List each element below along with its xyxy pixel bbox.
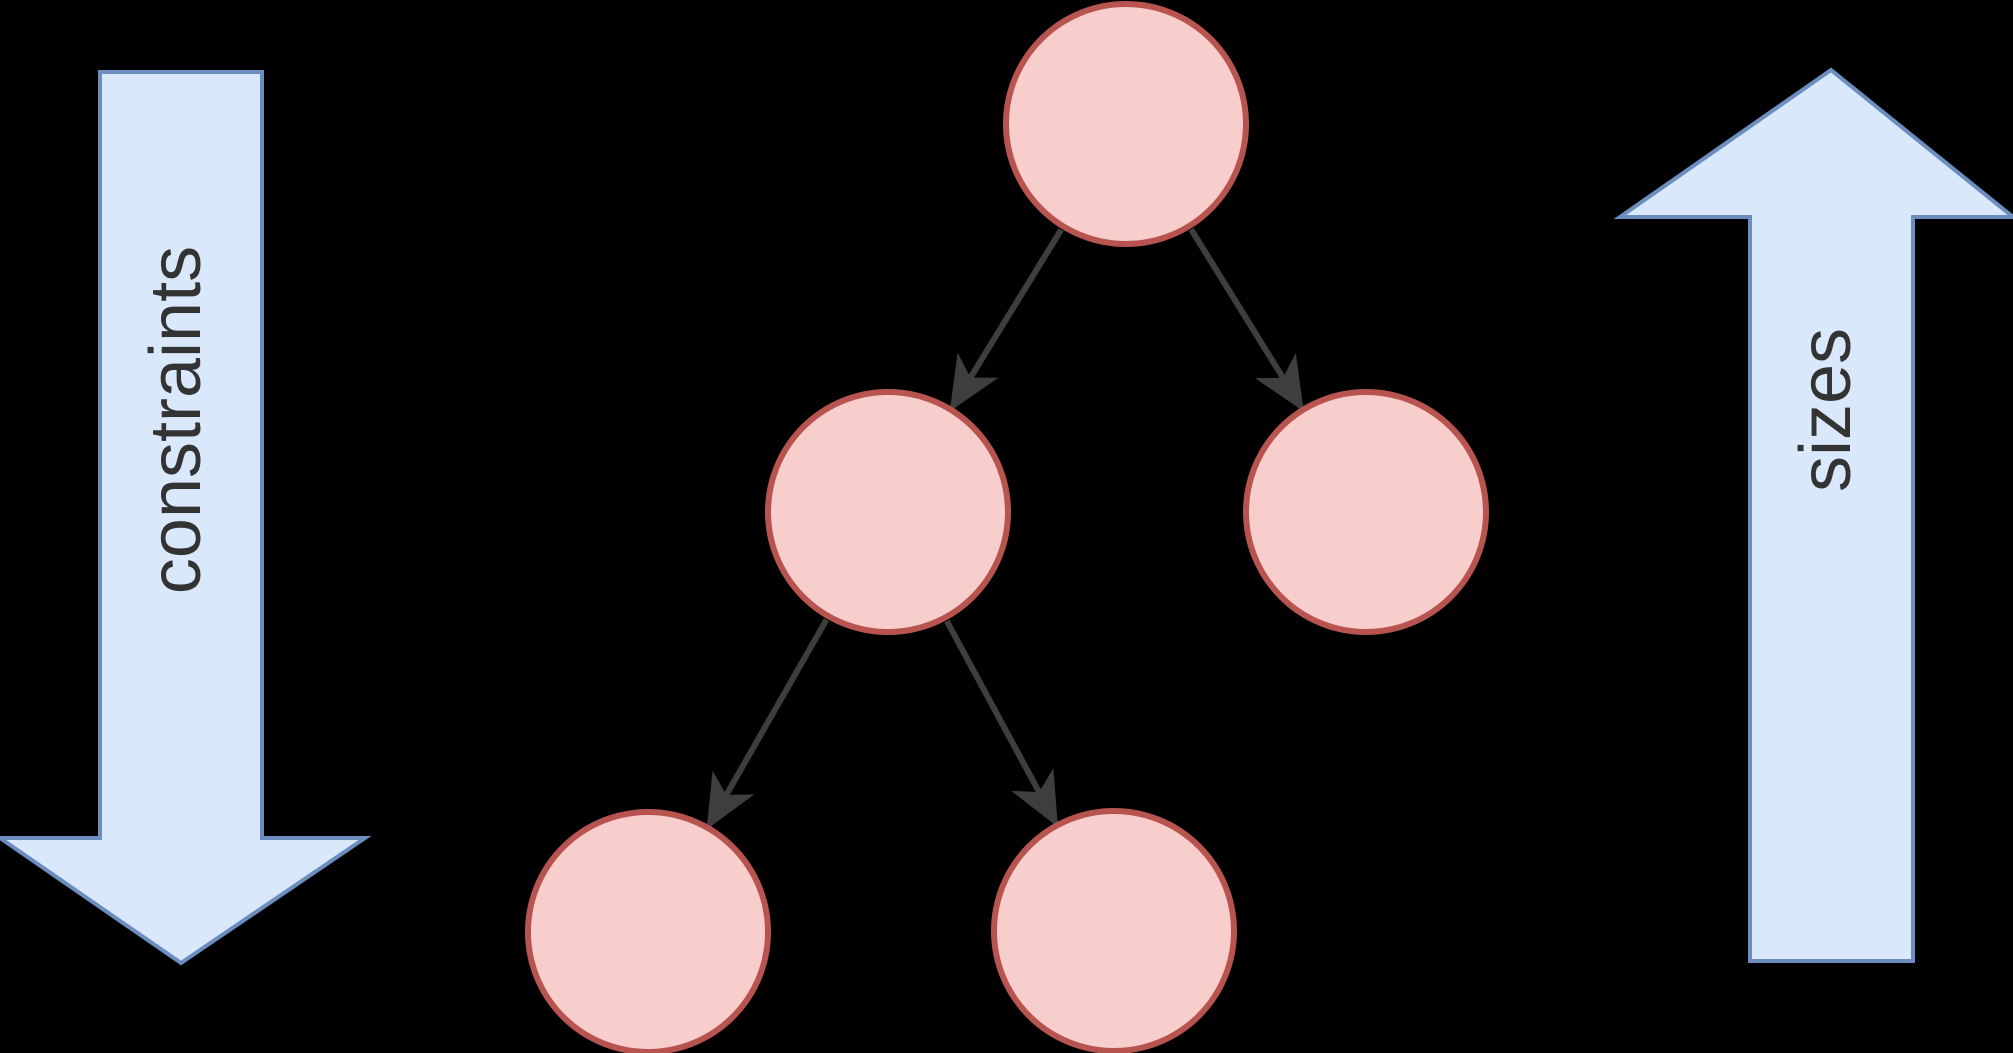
edge-mid-left-to-leaf-left — [706, 618, 830, 830]
tree-node-leaf-left — [525, 809, 771, 1053]
sizes-label: sizes — [1786, 328, 1866, 492]
constraints-label: constraints — [136, 246, 216, 594]
edge-root-to-mid-right — [1188, 227, 1304, 412]
constraints-band: constraints — [0, 70, 372, 966]
tree-node-root — [1003, 1, 1249, 247]
constraints-arrow-shape — [0, 70, 372, 966]
sizes-band: sizes — [1613, 67, 2013, 963]
tree-node-group — [525, 1, 1489, 1053]
edge-root-to-mid-left — [949, 228, 1064, 412]
sizes-arrow-shape — [1613, 67, 2013, 963]
tree-node-leaf-right — [991, 808, 1237, 1053]
tree-node-mid-right — [1243, 389, 1489, 635]
edge-mid-left-to-leaf-right — [944, 619, 1059, 827]
tree-node-mid-left — [765, 389, 1011, 635]
tree-edge-group — [706, 227, 1304, 830]
